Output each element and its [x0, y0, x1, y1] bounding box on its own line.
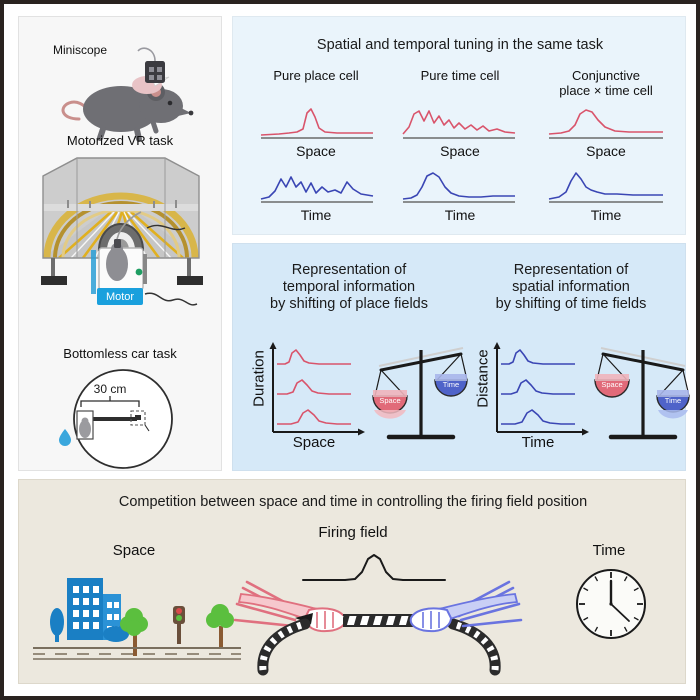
- rep-title-b-l1: Representation of: [513, 262, 629, 278]
- analog-clock-icon: [576, 569, 646, 639]
- panel-representation: Representation of temporal information b…: [232, 243, 690, 471]
- space-trace-pure-time: [402, 110, 516, 139]
- cell-title-pure-place: Pure place cell: [273, 68, 359, 83]
- time-trace-conjunctive: [548, 172, 663, 203]
- shift-plot-time-fields: [493, 342, 589, 436]
- panel-tasks: Miniscope: [18, 16, 222, 471]
- cell-title-conjunctive: Conjunctive place × time cell: [533, 68, 679, 103]
- cell-title-pure-time: Pure time cell: [420, 68, 500, 83]
- panel-tuning: Spatial and temporal tuning in the same …: [232, 16, 686, 235]
- rep-title-b-l2: spatial information: [512, 279, 630, 296]
- firing-field-bump-icon: [302, 554, 446, 581]
- tug-of-war-icon: [233, 580, 523, 676]
- axis-label-space-3: Space: [586, 143, 626, 159]
- balance-a-left-pan-label: Space: [379, 396, 400, 405]
- cell-column-pure-time: Pure time cell Space Time: [389, 68, 531, 223]
- representation-title-temporal: Representation of temporal information b…: [237, 262, 461, 313]
- space-trace-conjunctive: [548, 109, 663, 139]
- time-trace-pure-time: [402, 172, 515, 203]
- axis-ylabel-duration: Duration: [250, 350, 268, 407]
- balance-scale-space-heavy: Space Time: [372, 347, 468, 440]
- balance-b-right-pan-label: Time: [665, 396, 681, 405]
- representation-block-spatial: Representation of spatial information by…: [459, 262, 683, 313]
- competition-label-firing-field: Firing field: [318, 524, 388, 541]
- cell-column-conjunctive: Conjunctive place × time cell Space Time: [533, 68, 679, 223]
- circular-arena-icon: 30 cm: [59, 369, 173, 469]
- vr-rig-icon: Motor: [41, 157, 203, 306]
- representation-title-spatial: Representation of spatial information by…: [459, 262, 683, 313]
- rep-title-a-l1: Representation of: [291, 262, 407, 278]
- bottomless-car-task-label: Bottomless car task: [63, 346, 177, 361]
- motor-label-text: Motor: [106, 291, 134, 303]
- axis-label-space-2: Space: [440, 143, 480, 159]
- competition-label-space: Space: [112, 542, 156, 559]
- miniscope-label: Miniscope: [52, 43, 108, 57]
- axis-label-time-3: Time: [590, 207, 622, 223]
- axis-ylabel-distance: Distance: [474, 349, 492, 408]
- balance-scale-time-heavy: Space Time: [594, 347, 690, 440]
- rep-title-b-l3: by shifting of time fields: [495, 296, 647, 313]
- axis-xlabel-time: Time: [521, 434, 555, 451]
- balance-b-left-pan-label: Space: [601, 380, 622, 389]
- axis-label-time-2: Time: [444, 207, 476, 223]
- cell-title-conjunctive-line2: place × time cell: [559, 82, 653, 98]
- competition-label-time: Time: [592, 542, 626, 559]
- rep-title-a-l3: by shifting of place fields: [270, 296, 428, 313]
- cell-title-conjunctive-line1: Conjunctive: [572, 68, 640, 83]
- miniscope-mouse-icon: [61, 47, 194, 142]
- time-trace-pure-place: [260, 176, 374, 203]
- representation-block-temporal: Representation of temporal information b…: [237, 262, 461, 313]
- cell-column-pure-place: Pure place cell Space Time: [245, 68, 387, 223]
- axis-xlabel-space: Space: [292, 434, 336, 451]
- figure-root: Miniscope: [4, 4, 696, 696]
- panel-competition: Competition between space and time in co…: [18, 479, 686, 684]
- axis-label-space-1: Space: [296, 143, 336, 159]
- space-trace-pure-place: [260, 108, 373, 139]
- balance-a-right-pan-label: Time: [443, 380, 459, 389]
- competition-panel-title: Competition between space and time in co…: [118, 494, 588, 510]
- axis-label-time-1: Time: [300, 207, 332, 223]
- cityscape-road-icon: [33, 578, 241, 660]
- shift-plot-place-fields: [269, 342, 365, 436]
- tuning-panel-title: Spatial and temporal tuning in the same …: [316, 37, 604, 53]
- rep-title-a-l2: temporal information: [282, 279, 416, 296]
- distance-label-text: 30 cm: [94, 382, 127, 396]
- vr-task-label: Motorized VR task: [66, 133, 174, 148]
